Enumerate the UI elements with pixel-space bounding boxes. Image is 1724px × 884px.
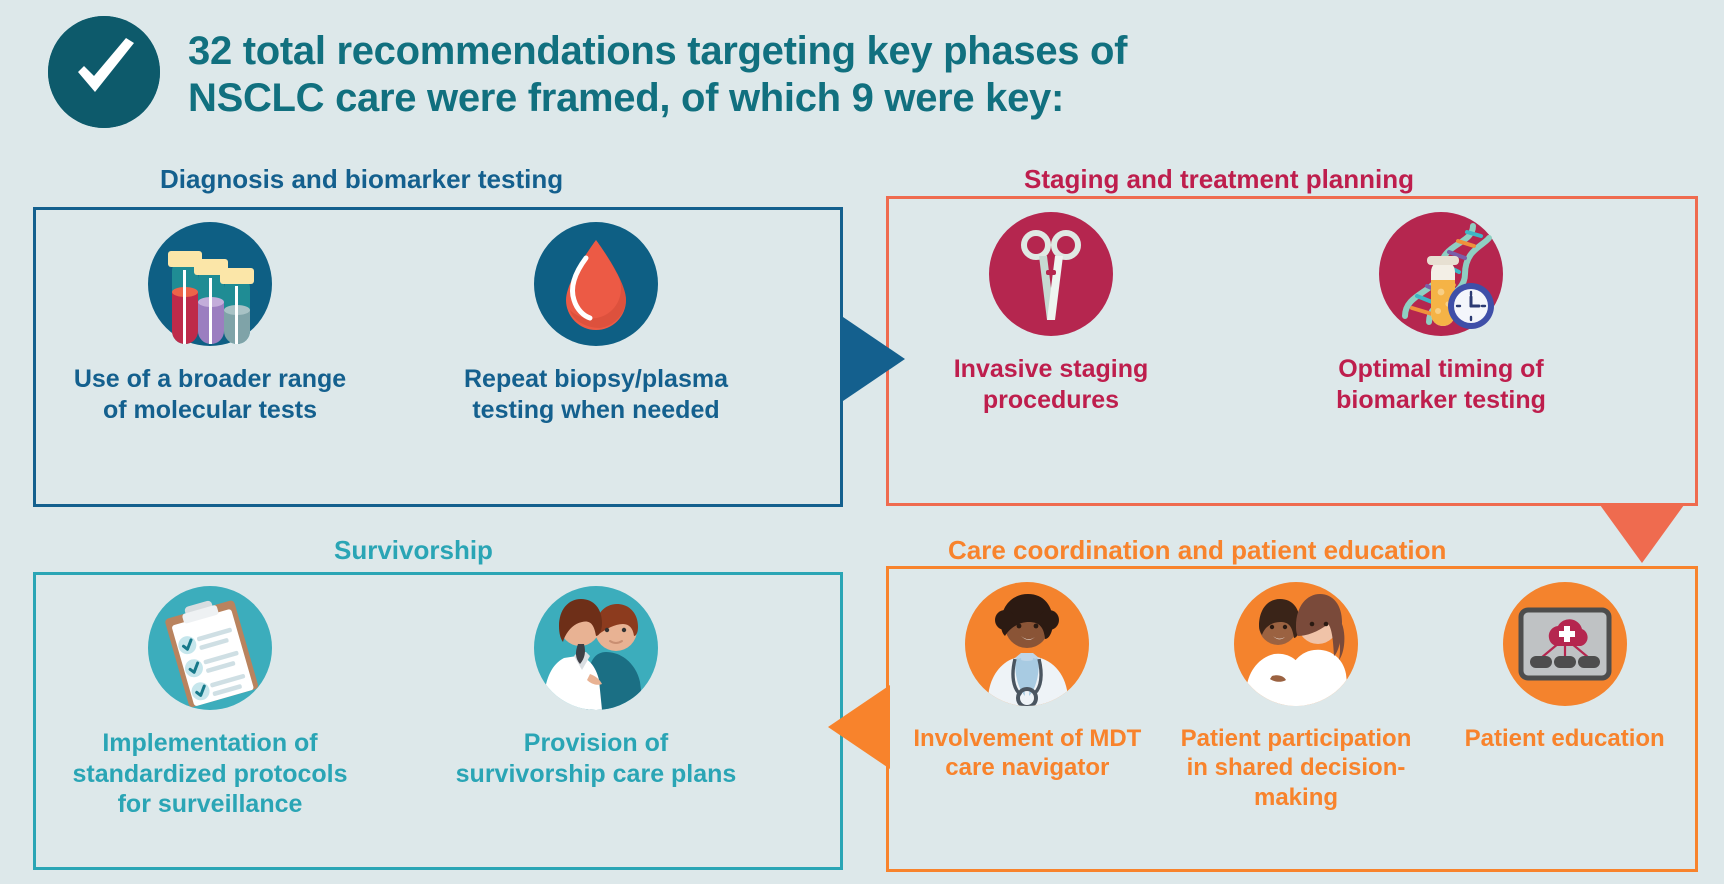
item-label: Patient participation in shared decision… — [1180, 725, 1412, 811]
item-invasive-staging: Invasive staging procedures — [916, 212, 1186, 415]
item-patient-education: Patient education — [1445, 582, 1684, 753]
blood-drop-icon — [534, 222, 658, 346]
section-title-staging: Staging and treatment planning — [1024, 164, 1415, 194]
arrow-staging-to-care — [1600, 505, 1684, 563]
item-label: Optimal timing of biomarker testing — [1336, 355, 1546, 414]
section-title-care-coordination: Care coordination and patient education — [948, 535, 1447, 565]
item-label: Involvement of MDT care navigator — [913, 725, 1142, 782]
doctor-patient-icon — [534, 586, 658, 710]
dna-timing-icon — [1379, 212, 1503, 336]
scissors-icon — [989, 212, 1113, 336]
section-title-survivorship: Survivorship — [334, 535, 493, 565]
item-survivorship-care-plans: Provision of survivorship care plans — [446, 586, 746, 789]
item-group-diagnosis: Use of a broader range of molecular test… — [60, 222, 820, 425]
header: 32 total recommendations targeting key p… — [48, 10, 1188, 128]
test-tubes-icon — [148, 222, 272, 346]
item-shared-decision-making: Patient participation in shared decision… — [1177, 582, 1416, 812]
nurse-navigator-icon — [965, 582, 1090, 706]
two-patients-icon — [1234, 582, 1358, 706]
item-label: Implementation of standardized protocols… — [72, 729, 348, 818]
item-group-survivorship: Implementation of standardized protocols… — [60, 586, 820, 820]
clipboard-checklist-icon — [148, 586, 272, 710]
item-label: Use of a broader range of molecular test… — [73, 365, 347, 424]
page-title: 32 total recommendations targeting key p… — [188, 29, 1128, 121]
arrow-diagnosis-to-staging — [843, 317, 905, 401]
item-label: Patient education — [1464, 725, 1665, 752]
item-repeat-biopsy: Repeat biopsy/plasma testing when needed — [446, 222, 746, 425]
item-molecular-tests: Use of a broader range of molecular test… — [60, 222, 360, 425]
section-title-diagnosis: Diagnosis and biomarker testing — [160, 164, 564, 194]
item-group-care-coordination: Involvement of MDT care navigator — [908, 582, 1684, 812]
item-optimal-timing: Optimal timing of biomarker testing — [1306, 212, 1576, 415]
item-mdt-care-navigator: Involvement of MDT care navigator — [908, 582, 1147, 783]
arrow-care-to-survivorship — [828, 685, 890, 769]
item-group-staging: Invasive staging procedures — [916, 212, 1676, 415]
telehealth-screen-icon — [1502, 582, 1627, 706]
item-standardized-protocols: Implementation of standardized protocols… — [60, 586, 360, 820]
item-label: Invasive staging procedures — [953, 355, 1149, 414]
item-label: Repeat biopsy/plasma testing when needed — [464, 365, 728, 424]
section-box-diagnosis — [33, 207, 843, 507]
item-label: Provision of survivorship care plans — [455, 729, 737, 788]
checkmark-circle-icon — [48, 16, 160, 128]
